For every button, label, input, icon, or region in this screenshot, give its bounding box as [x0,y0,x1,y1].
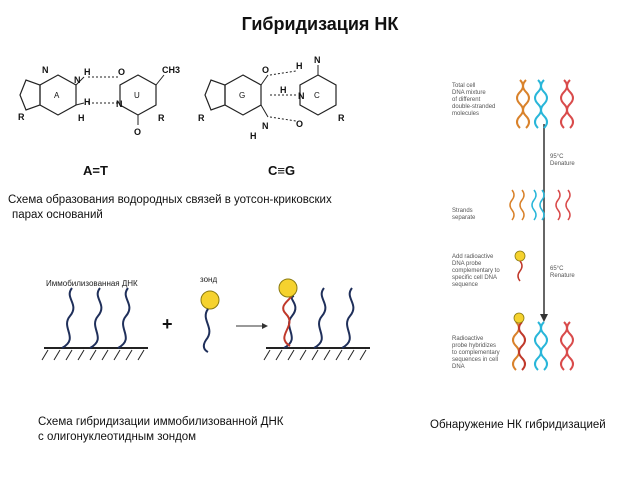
surface-right-hatching [263,349,367,361]
helix-red-top [560,79,568,129]
helix-orange-top-b [522,79,530,129]
detection-diagram: Total cell DNA mixture of different doub… [452,79,575,371]
atom-h: H [78,113,85,123]
atom-r: R [158,113,165,123]
immobilized-strand-4 [313,287,327,349]
step1-line5: molecules [452,111,479,117]
strand-cyan-1 [531,189,537,221]
reaction-arrow-head [262,323,268,329]
atom-n: N [262,121,269,131]
ring-label-u: U [134,91,140,100]
probe-sphere-added [514,250,526,262]
guanine-five-ring [204,79,226,111]
immobilized-caption: Схема гибридизации иммобилизованной ДНК … [38,415,358,445]
step2-line1: Strands [452,208,473,214]
strand-red-2 [565,189,571,221]
strand-orange-1 [509,189,515,221]
strand-red-1 [555,189,561,221]
process-arrow-head [540,314,548,322]
step1-line1: Total cell [452,83,475,89]
step4-line4: sequences in cell [452,357,498,363]
helix-probe-bottom [518,321,526,371]
helix-cyan-bottom-b [540,321,548,371]
hybrid-probe-strand [282,293,293,347]
strand-orange-2 [519,189,525,221]
temp2-value: 65°C [550,266,564,272]
step3-line3: complementary to [452,268,500,274]
atom-o: O [296,119,303,129]
step3-line5: sequence [452,282,479,288]
immobilized-scheme: Иммобилизованная ДНК зонд + [41,275,370,361]
ring-label-g: G [239,91,245,100]
pair-label-cg: C≡G [268,163,295,178]
helix-cyan-top-b [540,79,548,129]
atom-n: N [74,75,81,85]
temp2-label: Renature [550,273,575,279]
probe-sphere-hybrid [513,312,525,324]
temp1-value: 95°C [550,154,564,160]
atom-h: H [280,85,287,95]
base-pair-caption: Схема образования водородных связей в уо… [8,193,398,223]
atom-n: N [116,99,123,109]
pair-label-at: A=T [83,163,108,178]
detection-caption: Обнаружение НК гибридизацией [430,419,606,431]
atom-r: R [18,112,25,122]
probe-label: зонд [200,275,217,284]
atom-n: N [314,55,321,65]
hybrid-target-strand [283,295,297,349]
step1-line2: DNA mixture [452,90,486,96]
atom-h: H [250,131,257,141]
atom-h: H [84,97,91,107]
immobilized-dna-label: Иммобилизованная ДНК [46,279,138,288]
step3-line4: specific cell DNA [452,275,497,281]
step4-line1: Radioactive [452,336,484,342]
atom-o: O [134,127,141,137]
helix-red-bottom-b [566,321,574,371]
step2-line2: separate [452,215,476,221]
page-title: Гибридизация НК [241,14,399,34]
step4-line3: to complementary [452,350,500,356]
helix-red-top-b [566,79,574,129]
strand-cyan-2 [539,189,545,221]
probe-label-sphere [200,290,220,310]
atom-h: H [296,61,303,71]
base-pair-caption-line1: Схема образования водородных связей в уо… [8,194,332,206]
immobilized-strand-1 [61,287,75,349]
probe-strand-added [517,260,523,282]
cytosine-ring [299,74,337,116]
atom-r: R [338,113,345,123]
step1-line3: of different [452,97,481,103]
helix-cyan-top [534,79,542,129]
base-pair-structures: A U H N O H N CH3 O R R N H G C O H N H … [18,55,345,178]
atom-ch3: CH3 [162,65,180,75]
step1-line4: double-stranded [452,104,495,110]
immobilized-caption-line2: с олигонуклеотидным зондом [38,431,197,443]
hybrid-probe-sphere [278,278,298,298]
atom-r: R [198,113,205,123]
immobilized-strand-2 [89,287,103,349]
ring-label-a: A [54,91,60,100]
step4-line5: DNA [452,364,465,370]
immobilized-strand-3 [117,287,131,349]
surface-left-hatching [41,349,145,361]
plus-sign: + [162,314,173,334]
atom-n: N [42,65,49,75]
temp1-label: Denature [550,161,575,167]
helix-orange-top [516,79,524,129]
ring-label-c: C [314,91,320,100]
step3-line2: DNA probe [452,261,482,267]
atom-o: O [118,67,125,77]
atom-o: O [262,65,269,75]
adenine-five-ring [19,79,41,111]
base-pair-caption-line2: парах оснований [12,209,103,221]
immobilized-caption-line1: Схема гибридизации иммобилизованной ДНК [38,416,284,428]
atom-h: H [84,67,91,77]
step4-line2: probe hybridizes [452,343,496,349]
atom-n: N [298,91,305,101]
immobilized-strand-5 [341,287,355,349]
probe-strand [202,308,211,353]
step3-line1: Add radioactive [452,254,494,260]
